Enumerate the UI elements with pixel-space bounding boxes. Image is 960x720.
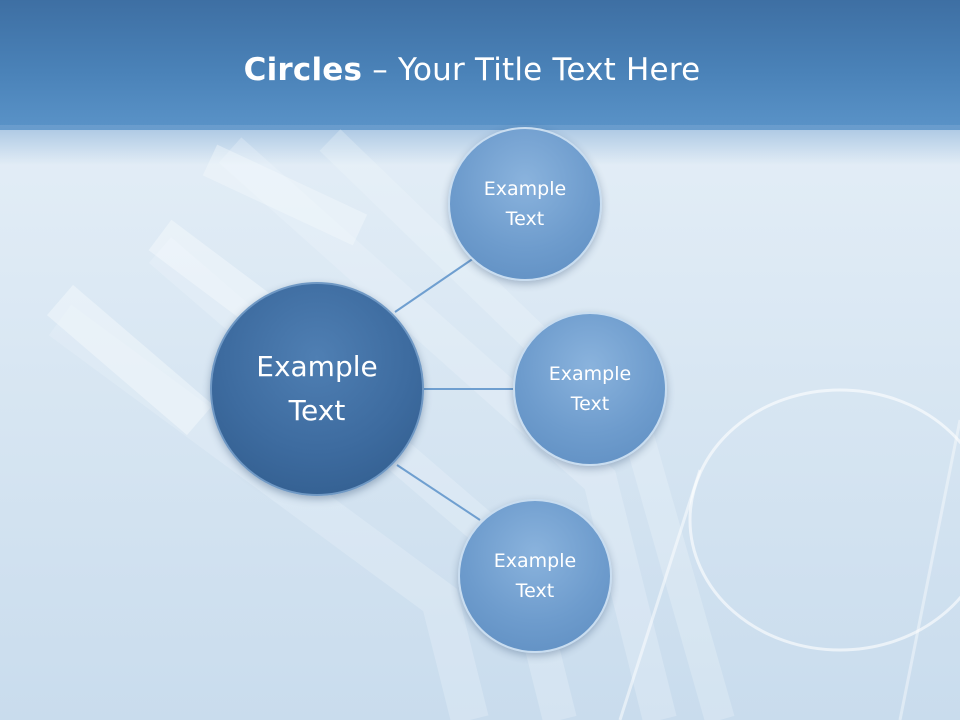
title-banner [0, 0, 960, 130]
satellite-circle-2-label: Example Text [548, 363, 632, 415]
center-circle-label: Example Text [256, 350, 378, 427]
connector-3 [396, 464, 481, 521]
center-circle[interactable]: Example Text [210, 282, 424, 496]
satellite-circle-1[interactable]: Example Text [448, 127, 602, 281]
satellite-circle-3-label: Example Text [493, 550, 577, 602]
satellite-circle-2[interactable]: Example Text [513, 312, 667, 466]
slide-title: Circles – Your Title Text Here [0, 52, 944, 88]
title-bold: Circles [243, 52, 363, 88]
connector-1 [394, 257, 475, 313]
title-rest: – Your Title Text Here [362, 52, 701, 88]
satellite-circle-1-label: Example Text [483, 178, 567, 230]
satellite-circle-3[interactable]: Example Text [458, 499, 612, 653]
